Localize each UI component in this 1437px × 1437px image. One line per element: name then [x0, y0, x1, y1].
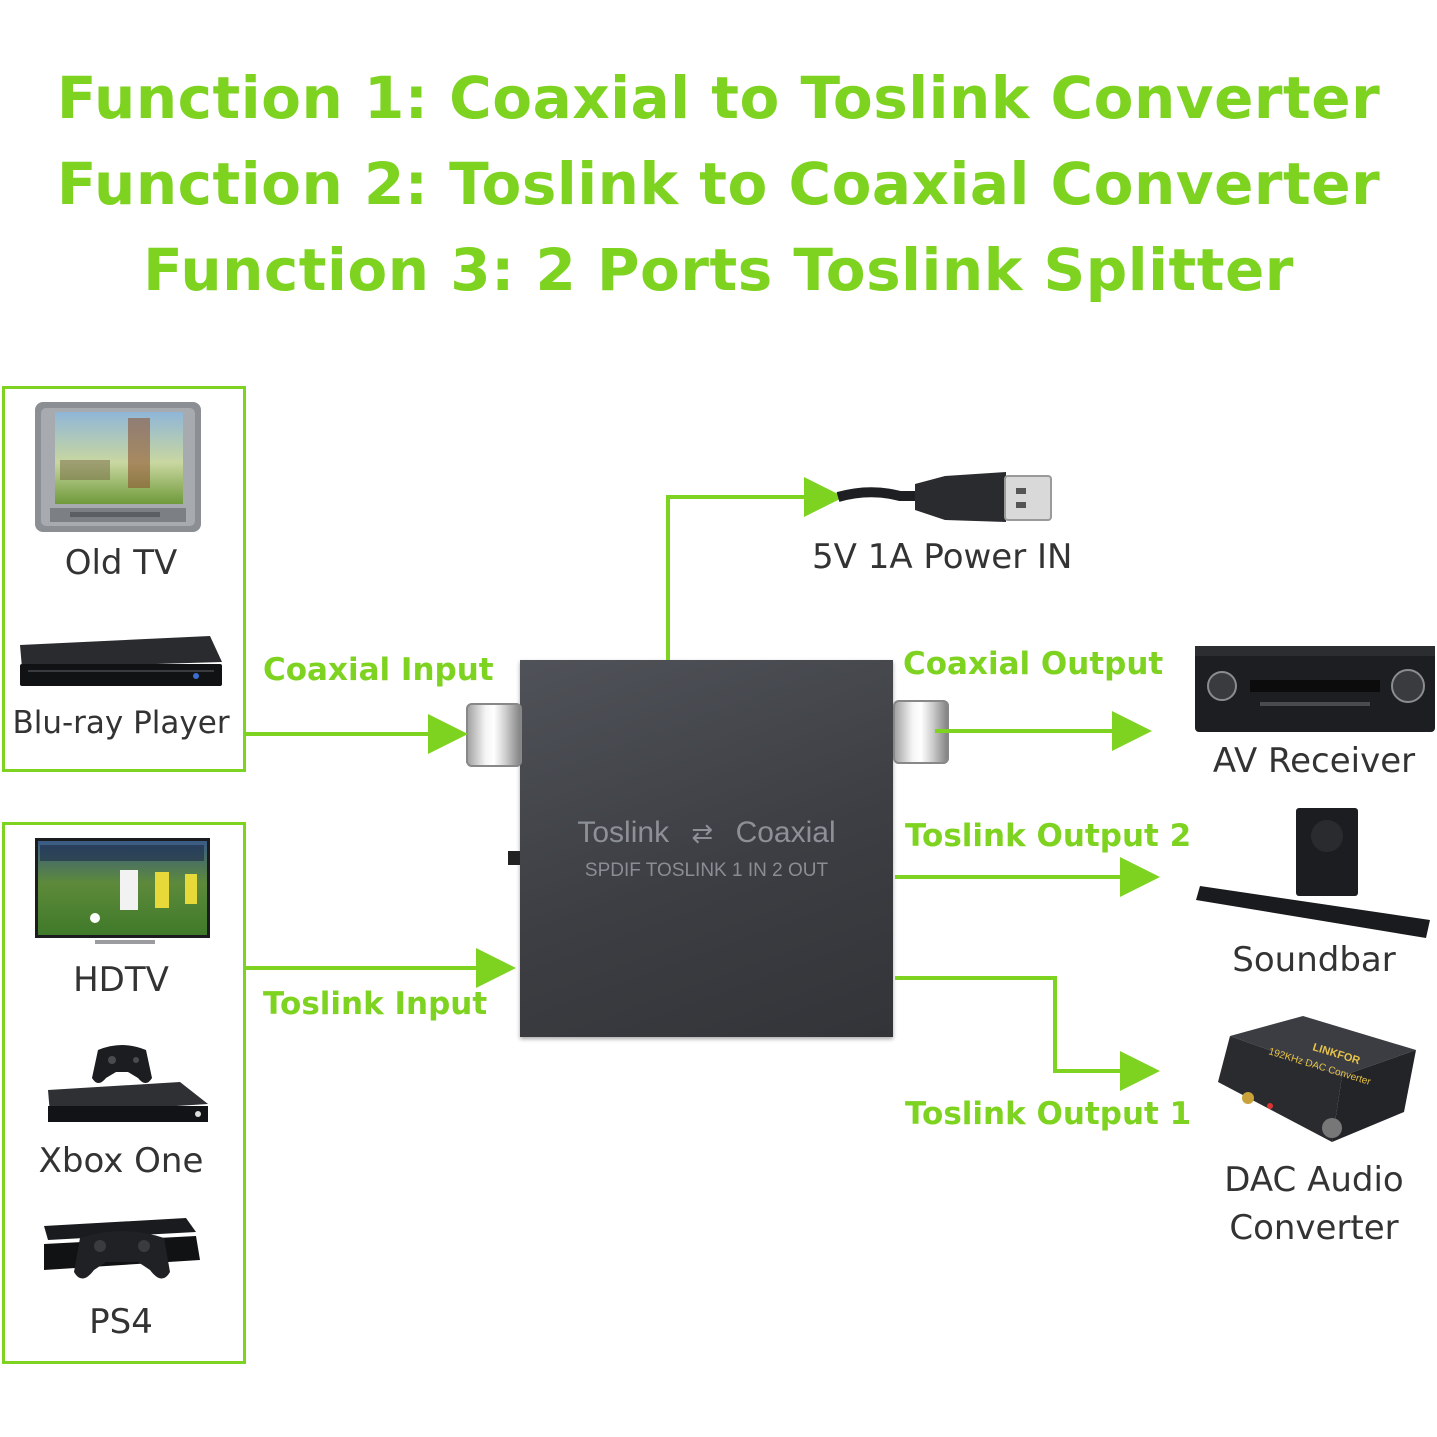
label-ps4: PS4 [89, 1302, 153, 1342]
label-hdtv: HDTV [73, 960, 169, 1000]
title-function-1: Function 1: Coaxial to Toslink Converter [56, 64, 1381, 132]
label-blu-ray-player: Blu-ray Player [12, 705, 230, 741]
usb-plug-icon [836, 472, 1052, 522]
label-power-in: 5V 1A Power IN [812, 537, 1073, 577]
old-tv-icon [35, 402, 201, 532]
xbox-one-icon [48, 1045, 208, 1122]
blu-ray-player-icon [20, 636, 222, 686]
av-receiver-icon [1195, 646, 1435, 732]
label-old-tv: Old TV [64, 543, 178, 583]
toslink-port-notch [508, 851, 520, 865]
label-coaxial-input: Coaxial Input [263, 652, 494, 688]
dac-converter-icon: LINKFOR 192KHz DAC Converter [1218, 1016, 1416, 1142]
converter-subtitle: SPDIF TOSLINK 1 IN 2 OUT [584, 860, 829, 881]
ps4-icon [44, 1218, 200, 1279]
title-function-2: Function 2: Toslink to Coaxial Converter [56, 150, 1381, 218]
swap-arrows-icon: ⇄ [691, 818, 714, 848]
label-toslink-input: Toslink Input [263, 986, 488, 1022]
label-toslink-output-1: Toslink Output 1 [905, 1096, 1192, 1132]
label-coaxial-output: Coaxial Output [903, 646, 1164, 682]
label-toslink-output-2: Toslink Output 2 [905, 818, 1192, 854]
arrow-power [666, 477, 844, 660]
label-soundbar: Soundbar [1232, 940, 1396, 980]
converter-brand: Toslink ⇄ Coaxial [520, 816, 893, 850]
converter-right-label: Coaxial [735, 816, 836, 849]
converter-device: Toslink ⇄ Coaxial SPDIF TOSLINK 1 IN 2 O… [520, 660, 893, 1037]
soundbar-icon [1196, 808, 1430, 938]
label-xbox-one: Xbox One [38, 1141, 204, 1181]
label-dac-line-2: Converter [1229, 1208, 1399, 1248]
title-function-3: Function 3: 2 Ports Toslink Splitter [143, 236, 1294, 304]
coaxial-input-jack [466, 703, 522, 767]
converter-left-label: Toslink [577, 816, 670, 849]
hdtv-icon [35, 838, 210, 944]
label-dac-line-1: DAC Audio [1224, 1160, 1404, 1200]
label-av-receiver: AV Receiver [1212, 741, 1416, 781]
arrow-toslink-output-1 [895, 976, 1160, 1091]
